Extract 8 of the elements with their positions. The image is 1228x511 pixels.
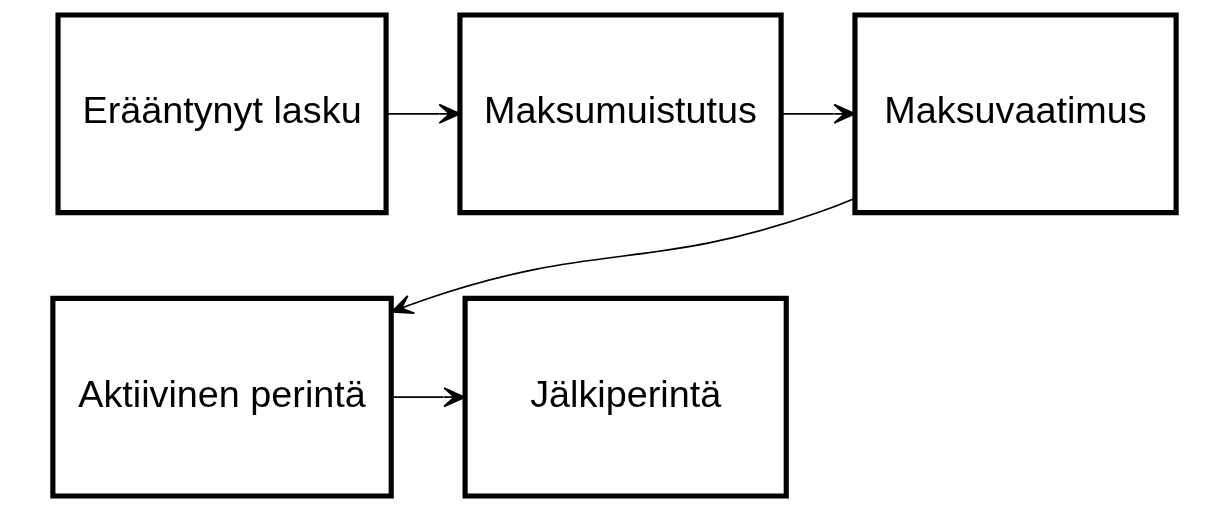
arrow <box>780 103 856 124</box>
arrow <box>390 387 466 408</box>
node-box: Jälkiperintä <box>462 295 789 499</box>
node-box: Maksumuistutus <box>456 12 784 216</box>
node-box: Erääntynyt lasku <box>54 12 389 216</box>
arrow <box>390 197 855 315</box>
node-box: Aktiivinen perintä <box>49 295 394 499</box>
node-box: Maksuvaatimus <box>851 12 1179 216</box>
